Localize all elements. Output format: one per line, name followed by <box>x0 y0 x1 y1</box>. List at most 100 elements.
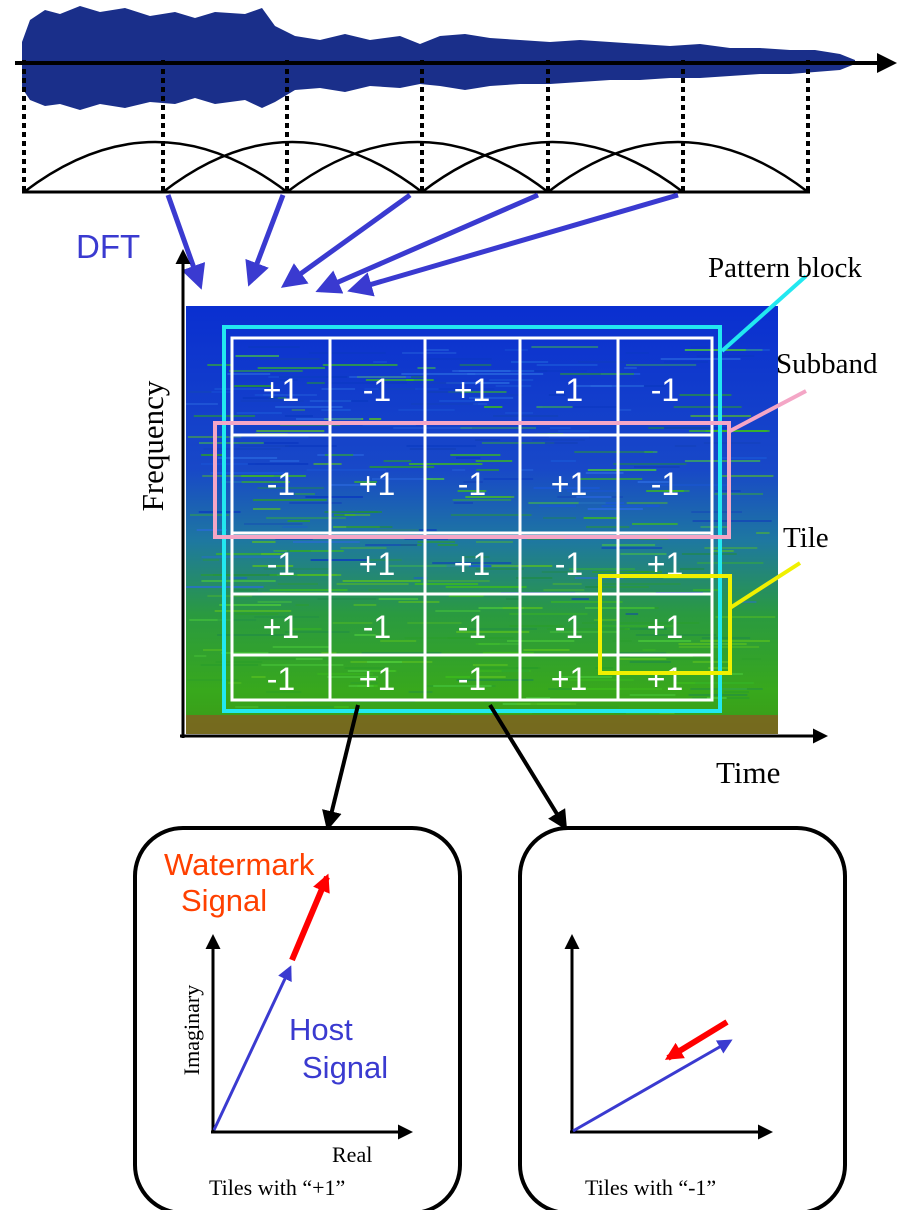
spectrogram-streak <box>407 622 462 624</box>
spectrogram-streak <box>291 628 322 630</box>
spectrogram-streak <box>254 616 319 618</box>
spectrogram-streak <box>402 352 457 354</box>
spectrogram-streak <box>599 625 673 627</box>
tile-value: +1 <box>263 372 299 408</box>
spectrogram-streak <box>324 511 382 513</box>
spectrogram-streak <box>700 526 729 528</box>
spectrogram-streak <box>626 364 697 366</box>
spectrogram-streak <box>582 622 612 624</box>
spectrogram-streak <box>617 658 667 660</box>
tile-value: -1 <box>458 466 486 502</box>
spectrogram-streak <box>236 412 282 414</box>
spectrogram-streak <box>536 364 598 366</box>
spectrogram-streak <box>408 691 433 693</box>
spectrogram-streak <box>452 499 512 501</box>
spectrogram-streak <box>439 400 482 402</box>
spectrogram-streak <box>282 526 308 528</box>
spectrogram-streak <box>406 445 477 447</box>
spectrogram-streak <box>323 400 369 402</box>
spectrogram-streak <box>578 361 639 363</box>
spectrogram-streak <box>465 496 511 498</box>
tile-value: -1 <box>555 546 583 582</box>
minus-tile-arrow <box>488 703 568 831</box>
spectrogram-streak <box>569 568 635 570</box>
spectrogram-streak <box>306 382 325 384</box>
spectrogram-streak <box>284 415 313 417</box>
spectrogram-streak <box>255 358 320 360</box>
spectrogram-streak <box>473 403 488 405</box>
spectrogram-streak <box>523 649 570 651</box>
minus-one-caption: Tiles with “-1” <box>585 1175 716 1200</box>
spectrogram-streak <box>214 388 265 390</box>
spectrogram-streak <box>186 403 218 405</box>
window-arc <box>421 140 684 193</box>
spectrogram-streak <box>602 583 681 585</box>
spectrogram-streak <box>196 529 227 531</box>
spectrogram-streak <box>365 379 414 381</box>
spectrogram-streak <box>558 430 590 432</box>
spectrogram-streak <box>719 475 774 477</box>
spectrogram-streak <box>601 544 656 546</box>
spectrogram-streak <box>306 469 386 471</box>
spectrogram-streak <box>198 511 241 513</box>
spectrogram-streak <box>201 556 284 558</box>
spectrogram-streak <box>357 511 378 513</box>
tile-value: +1 <box>647 609 683 645</box>
host-label-line2: Signal <box>302 1050 388 1085</box>
dft-arrows <box>165 192 679 297</box>
tile-value: -1 <box>458 609 486 645</box>
spectrogram-streak <box>321 409 351 411</box>
tile-value: -1 <box>267 546 295 582</box>
spectrogram-streak <box>696 355 755 357</box>
spectrogram-streak <box>272 646 332 648</box>
spectrogram-streak <box>257 487 324 489</box>
spectrogram-streak <box>516 667 539 669</box>
spectrogram-streak <box>587 508 643 510</box>
spectrogram-streak <box>481 442 555 444</box>
frequency-axis-label: Frequency <box>135 380 170 511</box>
spectrogram-streak <box>233 589 258 591</box>
spectrogram-streak <box>291 409 305 411</box>
spectrogram-streak <box>469 628 537 630</box>
host-vector <box>572 1039 733 1133</box>
spectrogram-streak <box>295 604 309 606</box>
spectrogram-streak <box>348 685 374 687</box>
spectrogram-streak <box>252 541 276 543</box>
spectrogram-streak <box>409 448 456 450</box>
spectrogram-streak <box>697 562 764 564</box>
spectrogram-streak <box>549 427 571 429</box>
spectrogram-streak <box>235 355 279 357</box>
spectrogram-streak <box>406 379 434 381</box>
spectrogram-streak <box>437 544 458 546</box>
spectrogram-streak <box>242 397 278 399</box>
tile-value: -1 <box>267 466 295 502</box>
spectrogram-streak <box>327 382 407 384</box>
spectrogram-streak <box>583 688 622 690</box>
spectrogram-streak <box>574 385 644 387</box>
spectrogram-streak <box>427 391 461 393</box>
spectrogram-streak <box>344 667 387 669</box>
watermark-vector <box>289 873 330 962</box>
spectrogram-streak <box>585 472 624 474</box>
spectrogram-streak <box>585 607 655 609</box>
window-arc <box>286 140 549 193</box>
spectrogram-streak <box>478 643 522 645</box>
spectrogram-streak <box>266 691 302 693</box>
spectrogram-streak <box>644 451 658 453</box>
tile-value: +1 <box>359 661 395 697</box>
spectrogram-streak <box>433 685 492 687</box>
spectrogram-streak <box>247 463 309 465</box>
spectrogram-streak <box>202 475 274 477</box>
spectrogram-streak <box>254 394 284 396</box>
spectrogram-streak <box>321 388 356 390</box>
spectrogram-low-band <box>186 715 778 734</box>
spectrogram-streak <box>336 583 409 585</box>
spectrogram-streak <box>382 382 461 384</box>
spectrogram-streak <box>285 445 337 447</box>
spectrogram-streak <box>369 418 382 420</box>
spectrogram-streak <box>690 346 709 348</box>
spectrogram-streak <box>714 493 763 495</box>
spectrogram-streak <box>269 460 300 462</box>
spectrogram-streak <box>317 673 374 675</box>
spectrogram-streak <box>517 703 577 705</box>
